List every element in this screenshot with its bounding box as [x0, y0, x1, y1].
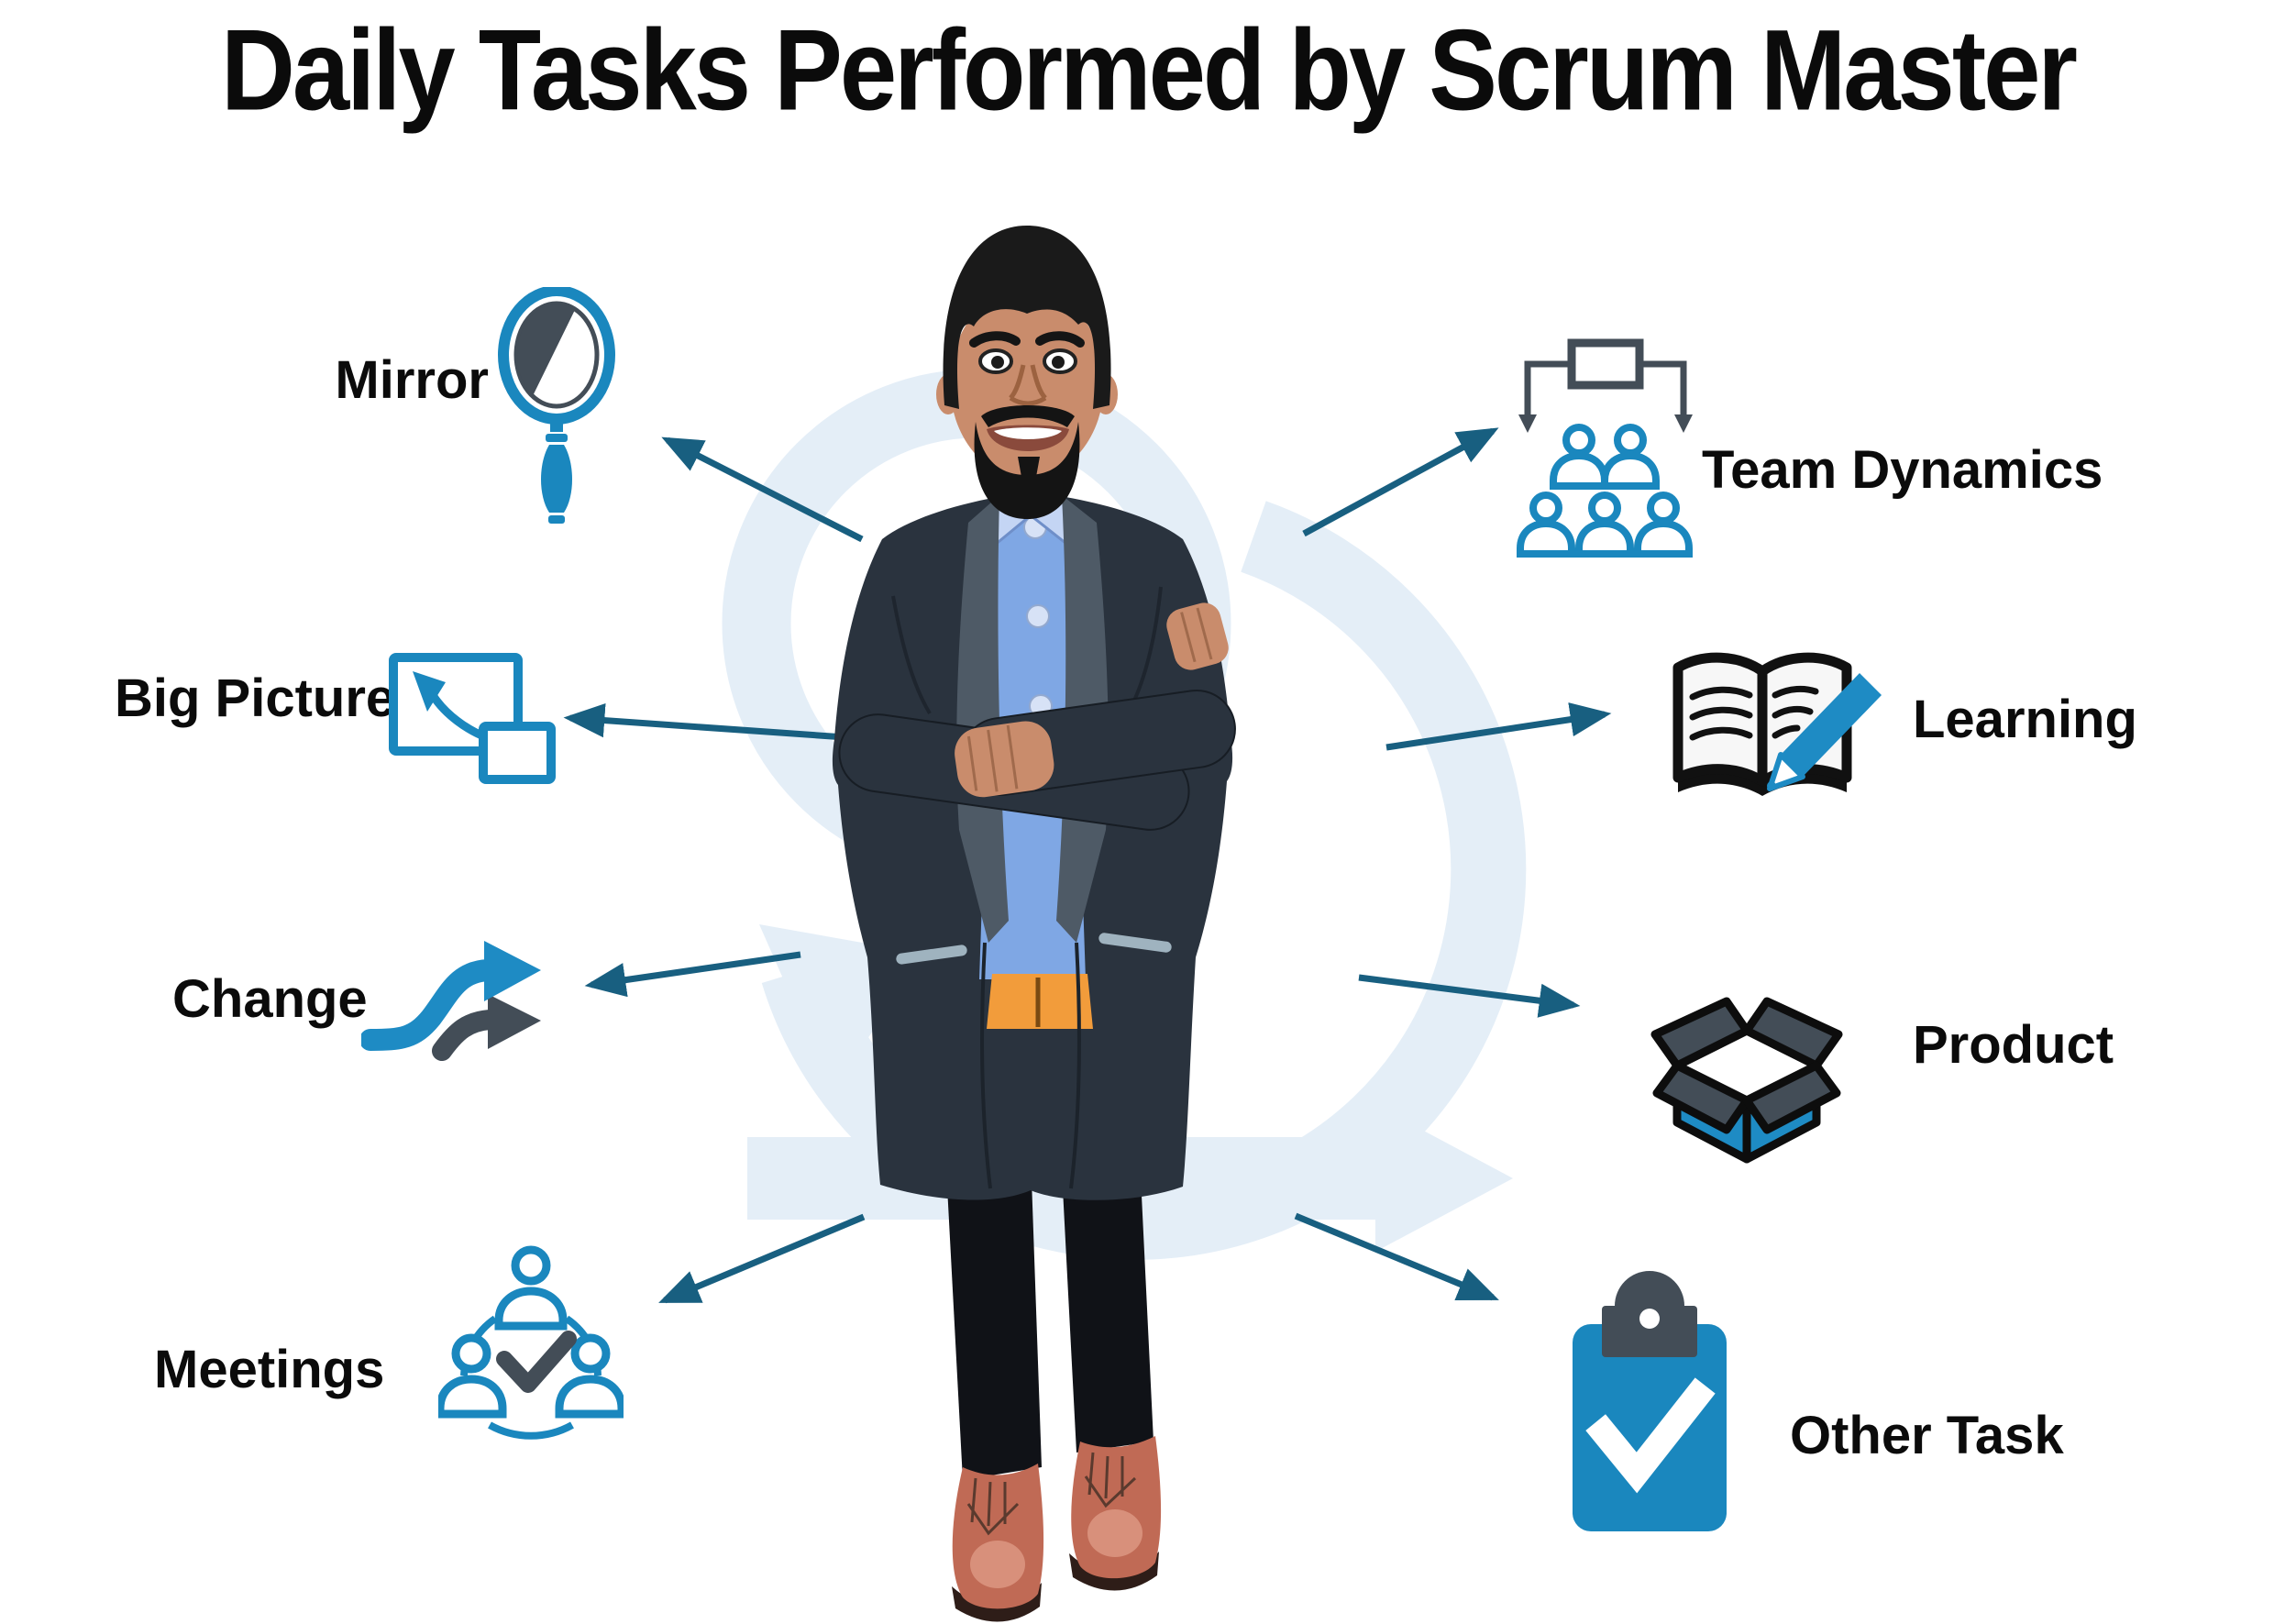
left-shoe — [952, 1464, 1044, 1622]
org-chart-team-icon — [1513, 337, 1696, 592]
task-label: Team Dynamics — [1702, 440, 2103, 500]
arrow-learning — [1385, 702, 1612, 751]
big-picture-frames-icon — [389, 653, 563, 789]
task-label: Change — [172, 969, 368, 1029]
arrow-other-task — [1294, 1212, 1499, 1301]
page-title: Daily Tasks Performed by Scrum Master — [220, 6, 2078, 135]
team-meeting-check-icon — [438, 1238, 624, 1449]
scrum-master-figure — [832, 226, 1236, 1622]
clipboard-check-icon — [1567, 1265, 1732, 1541]
arrow-team-dynamics — [1302, 427, 1499, 537]
task-label: Meetings — [154, 1340, 385, 1399]
arrow-big-picture — [563, 702, 872, 743]
task-label: Other Task — [1790, 1406, 2064, 1465]
hand-mirror-icon — [498, 287, 621, 527]
right-shoe — [1069, 1436, 1162, 1591]
shuffle-arrows-icon — [361, 930, 546, 1078]
connector-arrows — [563, 427, 1612, 1304]
arrow-product — [1358, 974, 1581, 1018]
open-box-icon — [1648, 948, 1846, 1165]
task-label: Mirror — [335, 350, 489, 410]
open-book-pencil-icon — [1667, 644, 1902, 811]
task-label: Product — [1913, 1015, 2114, 1075]
arrow-change — [584, 951, 801, 998]
arrow-meetings — [658, 1213, 866, 1304]
task-label: Big Picture — [115, 668, 396, 728]
arrow-mirror — [661, 436, 864, 543]
task-label: Learning — [1913, 690, 2137, 749]
head — [936, 226, 1118, 519]
